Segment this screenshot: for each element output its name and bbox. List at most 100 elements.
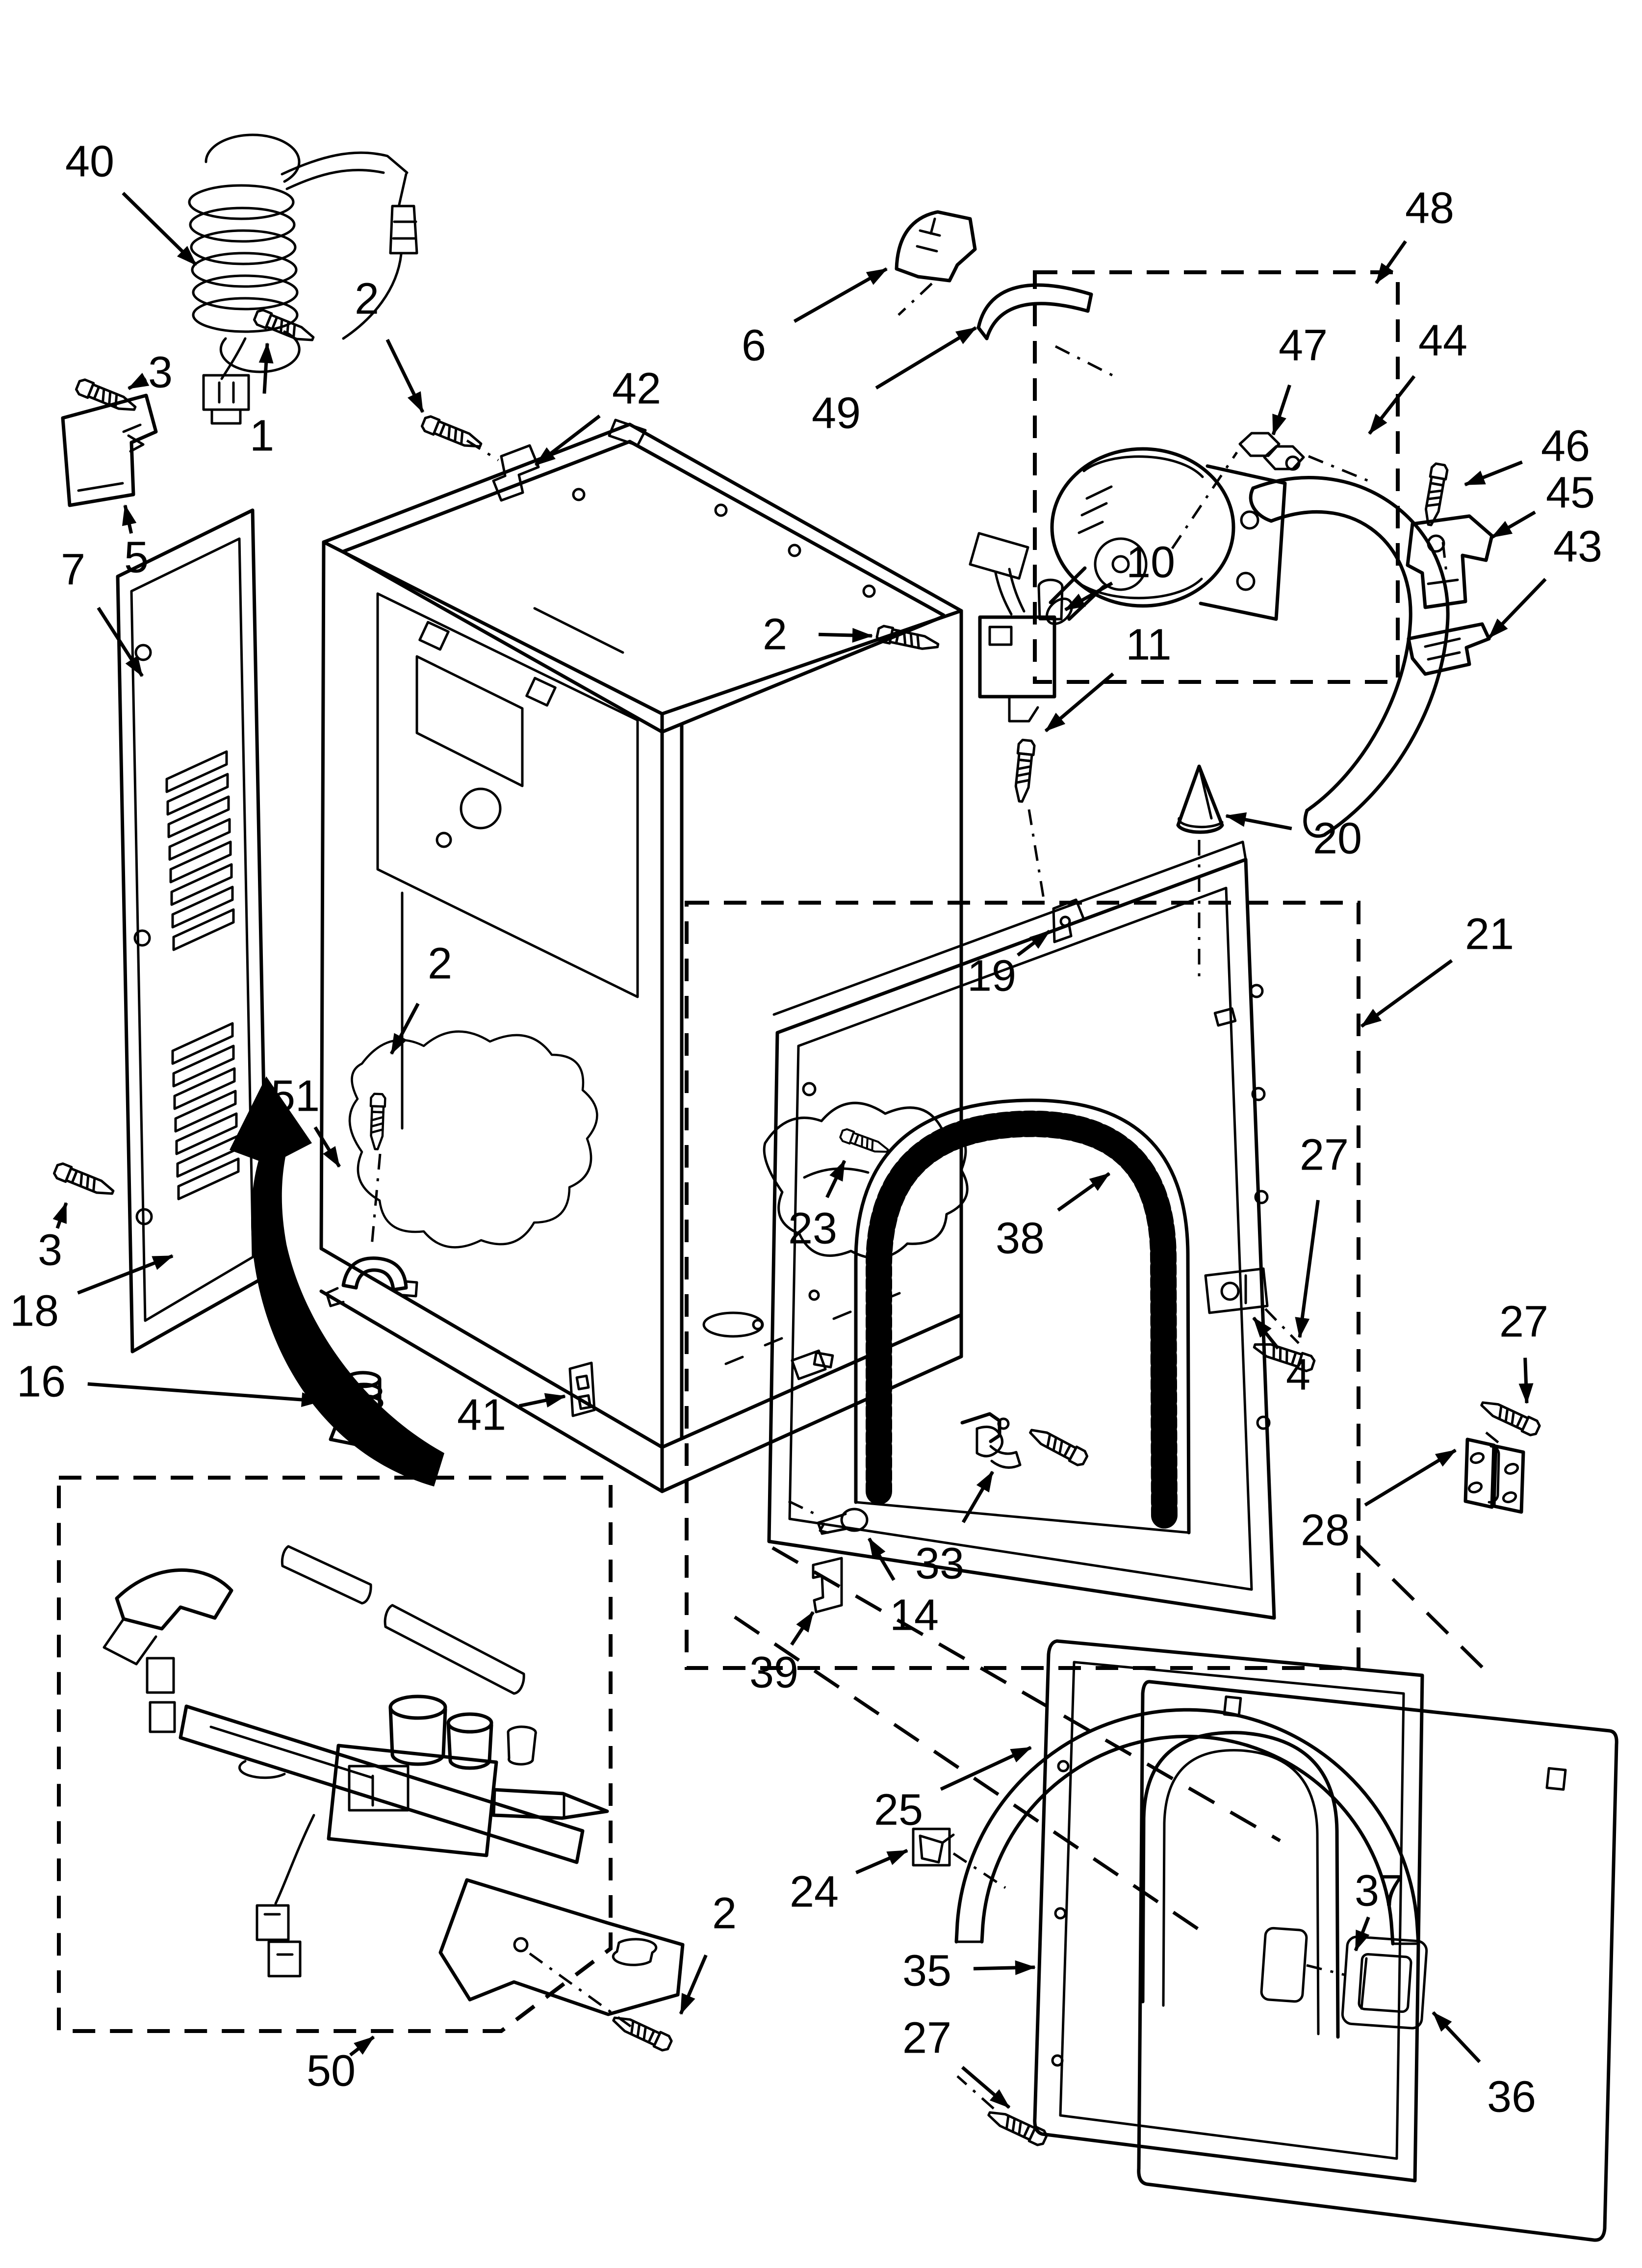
callout-label-27: 27 xyxy=(902,2013,951,2062)
callout-leader-49 xyxy=(875,326,977,390)
callout-leader-23 xyxy=(825,1160,847,1199)
callout-leader-4 xyxy=(1252,1316,1280,1350)
callout-leader-28 xyxy=(1364,1449,1457,1507)
front-panel-dashed-box xyxy=(685,901,1360,1670)
callout-24-37: 24 xyxy=(790,1849,908,1916)
callout-46-12: 46 xyxy=(1464,421,1590,487)
callout-2-38: 2 xyxy=(679,1889,737,2015)
callout-40-0: 40 xyxy=(65,137,198,266)
callout-label-6: 6 xyxy=(742,321,766,370)
callout-leader-3 xyxy=(128,372,150,391)
cabinet-shell xyxy=(319,418,963,1493)
callout-11-16: 11 xyxy=(1044,620,1172,732)
leader-2c xyxy=(370,1153,382,1247)
callout-label-24: 24 xyxy=(790,1867,839,1916)
callout-leader-3 xyxy=(52,1202,68,1229)
leader-2a-42 xyxy=(466,439,499,462)
callout-label-50: 50 xyxy=(307,2046,356,2095)
callout-label-42: 42 xyxy=(612,364,661,413)
callout-leader-45 xyxy=(1491,510,1536,539)
belt-44 xyxy=(1249,476,1450,838)
callout-label-5: 5 xyxy=(124,533,149,582)
leader-27d xyxy=(956,2075,995,2110)
align-dash-1 xyxy=(771,1546,1281,1843)
callout-leader-16 xyxy=(87,1382,322,1408)
callout-leader-39 xyxy=(790,1611,815,1646)
callout-label-37: 37 xyxy=(1355,1866,1404,1915)
access-plate-5 xyxy=(61,393,158,507)
callout-leader-27 xyxy=(961,2066,1011,2109)
callout-label-10: 10 xyxy=(1126,538,1175,587)
callout-label-48: 48 xyxy=(1405,183,1454,233)
screw-46 xyxy=(1422,463,1448,526)
callout-44-11: 44 xyxy=(1368,316,1467,435)
callout-leader-44 xyxy=(1368,375,1416,435)
callout-label-19: 19 xyxy=(967,951,1016,1000)
callout-leader-51 xyxy=(313,1126,341,1168)
leader-11 xyxy=(1027,809,1045,899)
callout-50-43: 50 xyxy=(307,2035,375,2095)
callout-label-27: 27 xyxy=(1499,1297,1548,1346)
callout-20-18: 20 xyxy=(1225,812,1362,863)
callout-label-47: 47 xyxy=(1279,321,1328,370)
callout-45-13: 45 xyxy=(1491,468,1595,539)
screw-27b xyxy=(1479,1397,1541,1437)
hook-49 xyxy=(976,283,1093,340)
callout-label-49: 49 xyxy=(812,389,861,438)
callout-43-14: 43 xyxy=(1488,522,1602,639)
callout-16-25: 16 xyxy=(17,1357,322,1408)
burner-inset-dashed-box xyxy=(57,1476,613,2033)
vent-louvers-lower xyxy=(173,1023,238,1199)
callout-leader-42 xyxy=(534,415,601,467)
callout-label-43: 43 xyxy=(1553,522,1602,571)
callout-7-6: 7 xyxy=(61,545,144,677)
callout-25-36: 25 xyxy=(874,1746,1032,1834)
leader-6 xyxy=(898,283,933,316)
callout-label-2: 2 xyxy=(355,274,379,323)
callout-label-41: 41 xyxy=(457,1390,506,1439)
callout-label-23: 23 xyxy=(788,1204,837,1253)
callout-19-19: 19 xyxy=(967,930,1051,1000)
clip-24 xyxy=(912,1827,955,1867)
callout-leader-50 xyxy=(349,2035,375,2057)
callout-2-21: 2 xyxy=(389,939,452,1055)
callout-23-26: 23 xyxy=(788,1160,847,1253)
callout-label-2: 2 xyxy=(428,939,452,988)
callout-label-27: 27 xyxy=(1300,1130,1349,1179)
callout-51-22: 51 xyxy=(271,1071,341,1168)
callout-label-38: 38 xyxy=(996,1214,1045,1263)
callout-leader-41 xyxy=(518,1393,566,1408)
callout-label-16: 16 xyxy=(17,1357,66,1406)
leader-37 xyxy=(1306,1964,1346,1977)
callout-label-28: 28 xyxy=(1301,1506,1350,1555)
callout-leader-2 xyxy=(679,1954,708,2015)
callout-4-29: 4 xyxy=(1252,1316,1310,1399)
vent-louvers-upper xyxy=(167,752,233,950)
callout-48-9: 48 xyxy=(1375,183,1454,285)
callout-label-44: 44 xyxy=(1418,316,1467,365)
callout-label-51: 51 xyxy=(271,1071,320,1121)
power-cord-40 xyxy=(188,133,418,425)
callout-42-4: 42 xyxy=(534,364,661,467)
callout-label-39: 39 xyxy=(749,1648,798,1697)
callout-2-17: 2 xyxy=(763,610,873,659)
mount-blob xyxy=(348,1030,598,1249)
align-dash-3 xyxy=(1357,1544,1492,1677)
burner-assembly-50 xyxy=(103,1545,685,2016)
callout-leader-33 xyxy=(961,1471,995,1523)
callout-leader-46 xyxy=(1464,460,1523,487)
bracket-6 xyxy=(895,210,977,283)
callout-label-25: 25 xyxy=(874,1785,923,1834)
bracket-45 xyxy=(1406,514,1494,609)
callout-10-15: 10 xyxy=(1064,538,1175,612)
callout-leader-24 xyxy=(855,1849,908,1875)
callout-leader-6 xyxy=(793,267,888,323)
screw-27c xyxy=(1027,1424,1089,1467)
callout-2-3: 2 xyxy=(355,274,425,413)
leader-14 xyxy=(788,1500,816,1515)
callout-49-8: 49 xyxy=(812,326,977,438)
door-seal-25 xyxy=(954,1708,1420,1946)
plate-4 xyxy=(1204,1267,1269,1314)
clip-39 xyxy=(812,1557,843,1614)
screw-2c xyxy=(369,1094,385,1149)
